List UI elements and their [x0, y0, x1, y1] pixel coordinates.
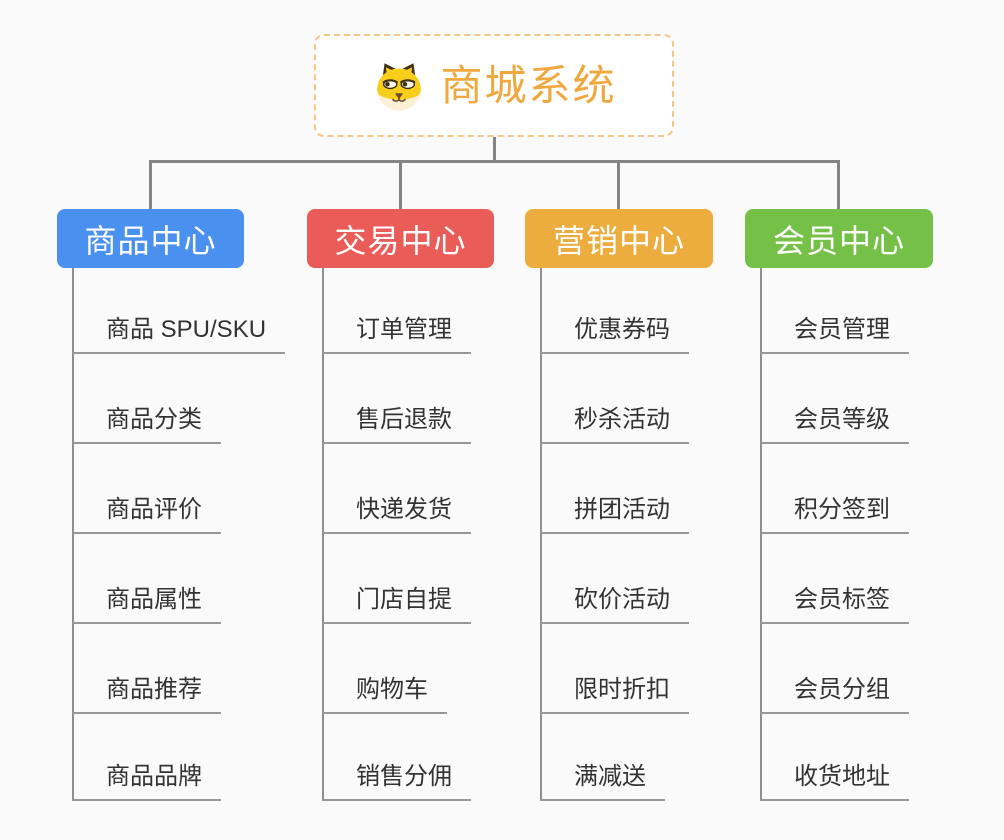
child-topic-label: 会员管理 [794, 316, 890, 343]
child-topic-label: 满减送 [574, 763, 646, 790]
child-topic[interactable]: 拼团活动 [540, 495, 689, 534]
child-topic-label: 商品分类 [106, 406, 202, 433]
child-topic[interactable]: 秒杀活动 [540, 405, 689, 444]
child-topic-label: 商品品牌 [106, 763, 202, 790]
connector-drop-product [149, 160, 152, 209]
child-topic-label: 快递发货 [356, 496, 452, 523]
child-topic[interactable]: 限时折扣 [540, 675, 689, 714]
child-topic-label: 砍价活动 [574, 586, 670, 613]
child-topic[interactable]: 会员等级 [760, 405, 909, 444]
branch-spine-trade [322, 268, 324, 801]
child-topic[interactable]: 订单管理 [322, 315, 471, 354]
child-topic[interactable]: 砍价活动 [540, 585, 689, 624]
child-topic[interactable]: 优惠券码 [540, 315, 689, 354]
child-topic[interactable]: 售后退款 [322, 405, 471, 444]
child-topic-label: 积分签到 [794, 496, 890, 523]
connector-root-drop [493, 137, 496, 163]
child-topic[interactable]: 门店自提 [322, 585, 471, 624]
child-topic-label: 收货地址 [794, 763, 890, 790]
child-topic[interactable]: 商品 SPU/SKU [72, 315, 286, 354]
connector-drop-marketing [617, 160, 620, 209]
child-topic[interactable]: 商品评价 [72, 495, 221, 534]
connector-drop-trade [399, 160, 402, 209]
child-topic[interactable]: 会员管理 [760, 315, 909, 354]
branch-spine-marketing [540, 268, 542, 801]
child-topic-label: 购物车 [356, 676, 428, 703]
child-topic-label: 秒杀活动 [574, 406, 670, 433]
branch-topic-member-center[interactable]: 会员中心 [745, 209, 933, 268]
child-topic-label: 售后退款 [356, 406, 452, 433]
branch-spine-member [760, 268, 762, 801]
child-topic-label: 限时折扣 [574, 676, 670, 703]
child-topic[interactable]: 满减送 [540, 762, 665, 801]
child-topic-label: 商品推荐 [106, 676, 202, 703]
child-topic-label: 商品属性 [106, 586, 202, 613]
branch-topic-trade-center[interactable]: 交易中心 [307, 209, 494, 268]
child-topic[interactable]: 商品分类 [72, 405, 221, 444]
connector-horizontal [149, 160, 840, 163]
child-topic-label: 商品评价 [106, 496, 202, 523]
child-topic-label: 优惠券码 [574, 316, 670, 343]
child-topic[interactable]: 快递发货 [322, 495, 471, 534]
child-topic[interactable]: 收货地址 [760, 762, 909, 801]
child-topic-label: 会员标签 [794, 586, 890, 613]
branch-topic-product-center[interactable]: 商品中心 [57, 209, 244, 268]
child-topic-label: 拼团活动 [574, 496, 670, 523]
root-topic-label: 商城系统 [440, 61, 617, 109]
connector-drop-member [837, 160, 840, 209]
child-topic-label: 会员等级 [794, 406, 890, 433]
shiba-dog-icon [371, 60, 427, 112]
child-topic-label: 会员分组 [794, 676, 890, 703]
branch-topic-marketing-center[interactable]: 营销中心 [525, 209, 713, 268]
child-topic-label: 销售分佣 [356, 763, 452, 790]
child-topic[interactable]: 会员分组 [760, 675, 909, 714]
child-topic[interactable]: 会员标签 [760, 585, 909, 624]
root-topic[interactable]: 商城系统 [314, 34, 674, 137]
child-topic[interactable]: 销售分佣 [322, 762, 471, 801]
child-topic[interactable]: 商品属性 [72, 585, 221, 624]
child-topic-label: 订单管理 [356, 316, 452, 343]
branch-spine-product [72, 268, 74, 801]
child-topic-label: 门店自提 [356, 586, 452, 613]
child-topic[interactable]: 商品推荐 [72, 675, 221, 714]
child-topic-label: 商品 SPU/SKU [106, 316, 267, 343]
child-topic[interactable]: 商品品牌 [72, 762, 221, 801]
child-topic[interactable]: 积分签到 [760, 495, 909, 534]
child-topic[interactable]: 购物车 [322, 675, 447, 714]
